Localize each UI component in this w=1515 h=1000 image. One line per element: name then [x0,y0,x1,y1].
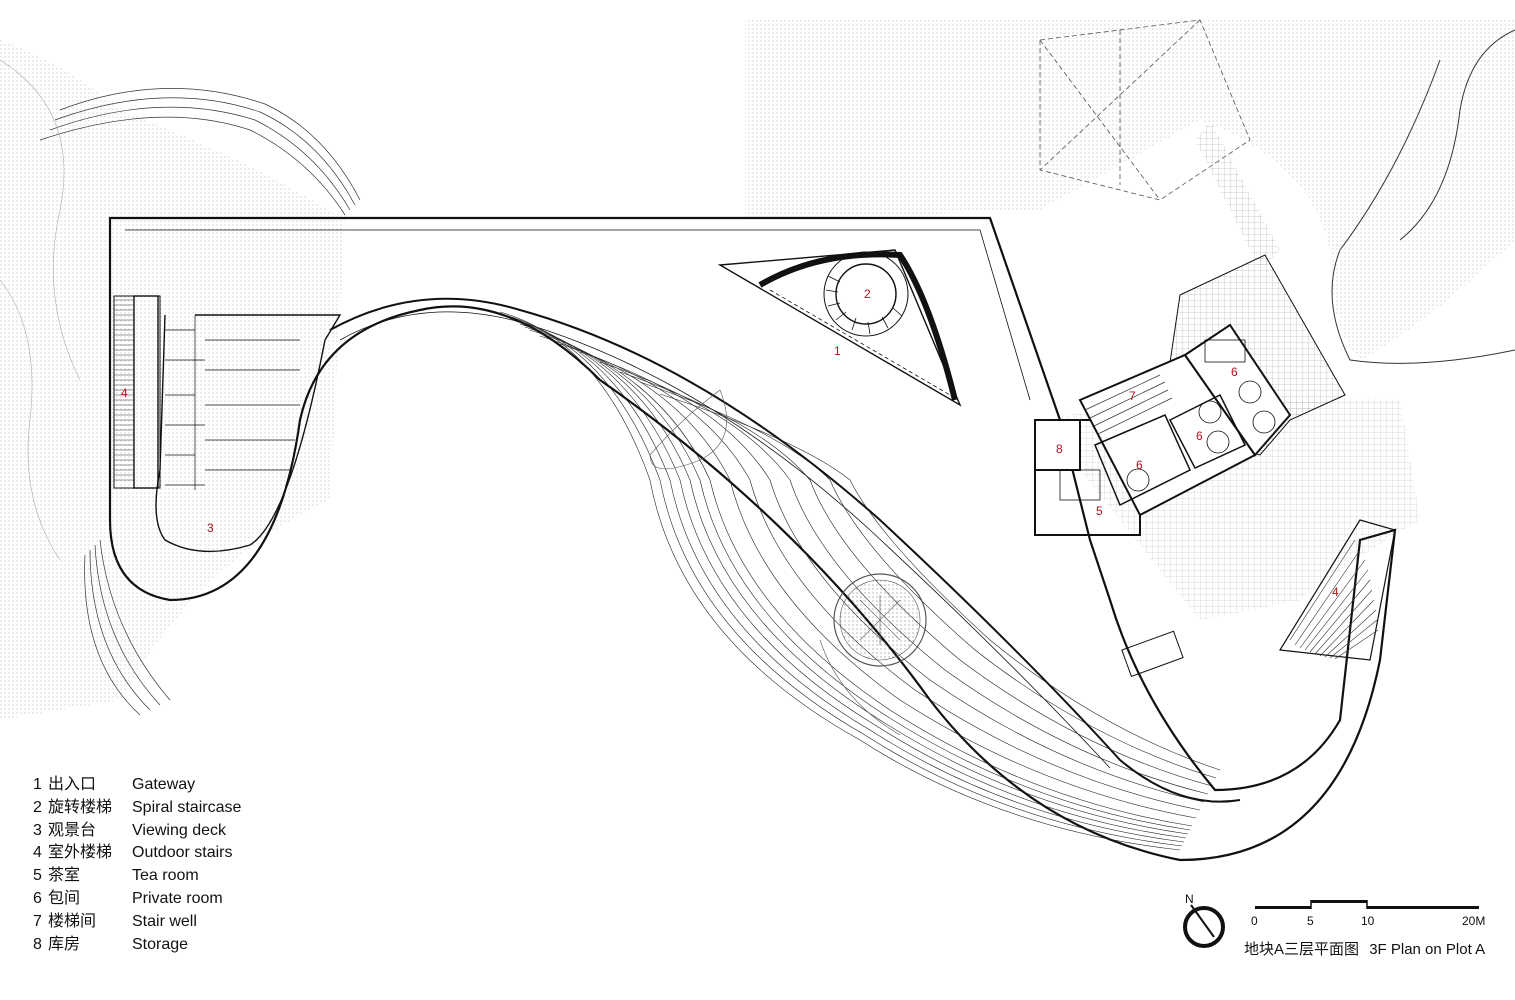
scale-tick-5: 5 [1307,914,1314,928]
scale-bar [1255,900,1479,909]
curved-ribbon [499,311,1221,851]
label-6-c: 6 [1136,458,1143,472]
legend-num: 5 [33,867,42,885]
outdoor-stairs-left [113,295,161,489]
outdoor-stairs-right [1121,519,1396,678]
gateway-triangle [717,249,962,407]
label-4-right: 4 [1332,585,1339,599]
plan-caption: 地块A三层平面图 3F Plan on Plot A [1244,938,1485,959]
legend-num: 1 [33,776,42,793]
legend-zh: 室外楼梯 [48,844,113,862]
legend-num: 2 [33,798,42,816]
label-6-b: 6 [1196,429,1203,443]
legend-zh: 旋转楼梯 [48,798,113,816]
legend-num: 7 [33,912,42,930]
label-3: 3 [207,521,214,535]
legend-en: Gateway [132,776,196,793]
legend-num: 3 [33,821,42,839]
caption-en: 3F Plan on Plot A [1369,941,1486,958]
legend-num: 6 [33,889,42,907]
label-5: 5 [1096,504,1103,518]
legend-en: Spiral staircase [132,798,242,816]
scale-tick-20: 20M [1462,914,1486,928]
legend-en: Stair well [132,912,197,930]
legend-en: Viewing deck [132,821,226,839]
legend-zh: 出入口 [48,776,97,793]
legend-en: Tea room [132,867,199,885]
label-6-a: 6 [1231,365,1238,379]
terrain-left [0,40,361,720]
legend-zh: 包间 [48,889,81,907]
label-4-left: 4 [121,386,128,400]
label-1: 1 [834,344,841,358]
legend-zh: 楼梯间 [48,912,97,930]
plan-labels: 1 2 3 4 4 5 6 6 6 7 8 [121,287,1339,599]
label-8: 8 [1056,442,1063,456]
legend-num: 4 [33,844,42,862]
tea-house [1034,254,1346,536]
legend-item: 8 库房 Storage [33,934,241,957]
legend-en: Outdoor stairs [132,844,233,862]
legend-zh: 观景台 [48,821,97,839]
main-deck [108,216,1397,862]
north-label: N [1185,892,1194,906]
legend-item: 7 楼梯间 Stair well [33,911,241,934]
legend-item: 3 观景台 Viewing deck [33,820,241,843]
legend-item: 4 室外楼梯 Outdoor stairs [33,842,241,865]
legend-item: 6 包间 Private room [33,888,241,911]
legend-zh: 库房 [48,935,81,953]
scale-tick-0: 0 [1251,914,1258,928]
legend: 1 出入口 Gateway 2 旋转楼梯 Spiral staircase 3 … [33,774,241,956]
legend-zh: 茶室 [48,867,81,885]
legend-en: Storage [132,935,189,953]
legend-en: Private room [132,889,223,907]
label-2: 2 [864,287,871,301]
legend-item: 5 茶室 Tea room [33,865,241,888]
north-arrow-icon [1183,904,1225,948]
label-7: 7 [1129,389,1136,403]
scale-tick-10: 10 [1361,914,1375,928]
legend-num: 8 [33,935,42,953]
legend-item: 1 出入口 Gateway [33,774,241,797]
legend-item: 2 旋转楼梯 Spiral staircase [33,797,241,820]
caption-zh: 地块A三层平面图 [1244,941,1360,958]
